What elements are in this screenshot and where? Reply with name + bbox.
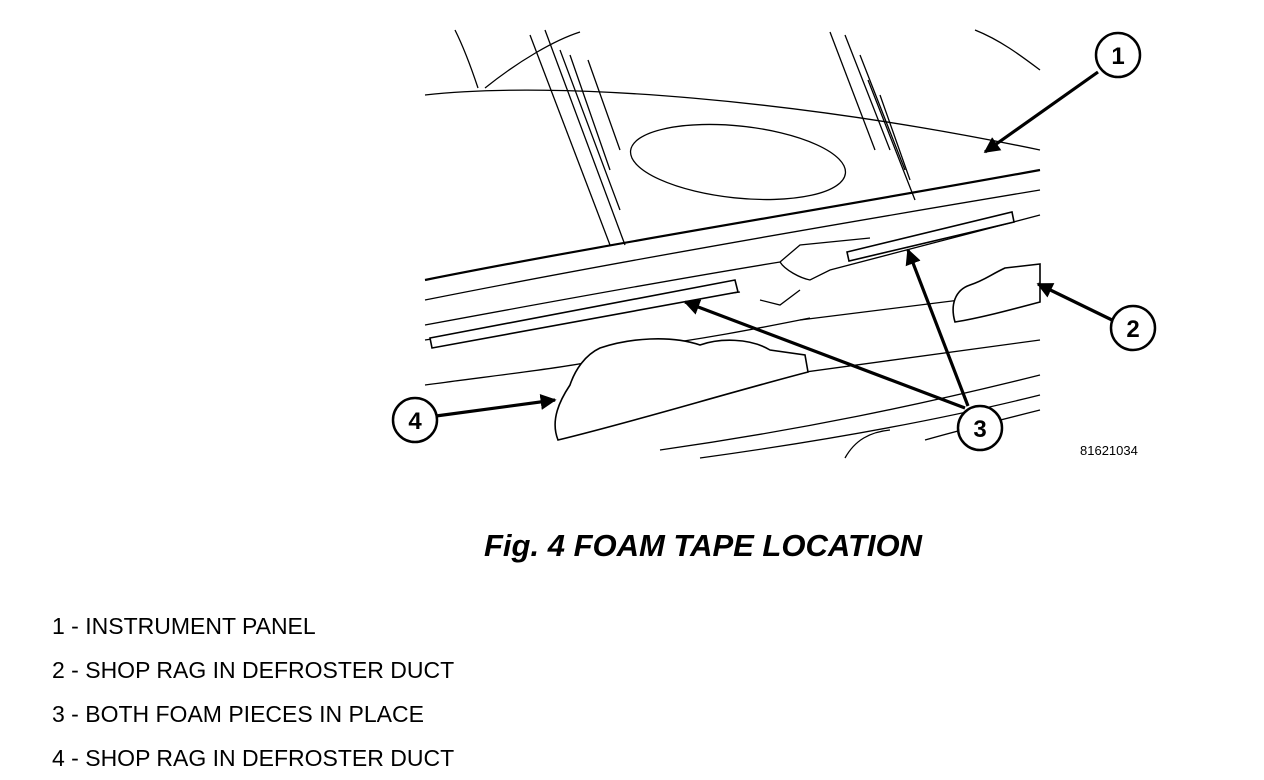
foam-strips <box>429 211 1015 349</box>
figure-id-code: 81621034 <box>1080 443 1138 458</box>
callout-2: 2 <box>1109 304 1157 352</box>
shop-rag-right <box>952 263 1041 323</box>
shop-rag-left <box>554 338 809 441</box>
figure-caption: Fig. 4 FOAM TAPE LOCATION <box>484 528 922 563</box>
leader-arrows <box>435 70 1113 418</box>
foam-strip-right <box>846 211 1015 262</box>
legend-item: 4 - SHOP RAG IN DEFROSTER DUCT <box>52 745 455 771</box>
svg-text:4: 4 <box>408 408 422 435</box>
svg-text:2: 2 <box>1126 316 1139 343</box>
callout-3: 3 <box>956 404 1004 452</box>
legend-list: 1 - INSTRUMENT PANEL 2 - SHOP RAG IN DEF… <box>52 604 454 780</box>
svg-text:3: 3 <box>973 416 986 443</box>
legend-item: 3 - BOTH FOAM PIECES IN PLACE <box>52 701 424 727</box>
callout-1: 1 <box>1094 31 1142 79</box>
callout-4: 4 <box>391 396 439 444</box>
speaker-grille <box>629 123 847 201</box>
legend-item: 1 - INSTRUMENT PANEL <box>52 613 316 639</box>
windshield-outline <box>424 29 1041 246</box>
legend-item: 2 - SHOP RAG IN DEFROSTER DUCT <box>52 657 455 683</box>
foam-strip-left <box>429 279 739 349</box>
svg-text:1: 1 <box>1111 43 1124 70</box>
shop-rags <box>554 263 1041 441</box>
foam-tape-illustration: 1 2 3 4 81621034 <box>391 29 1157 459</box>
